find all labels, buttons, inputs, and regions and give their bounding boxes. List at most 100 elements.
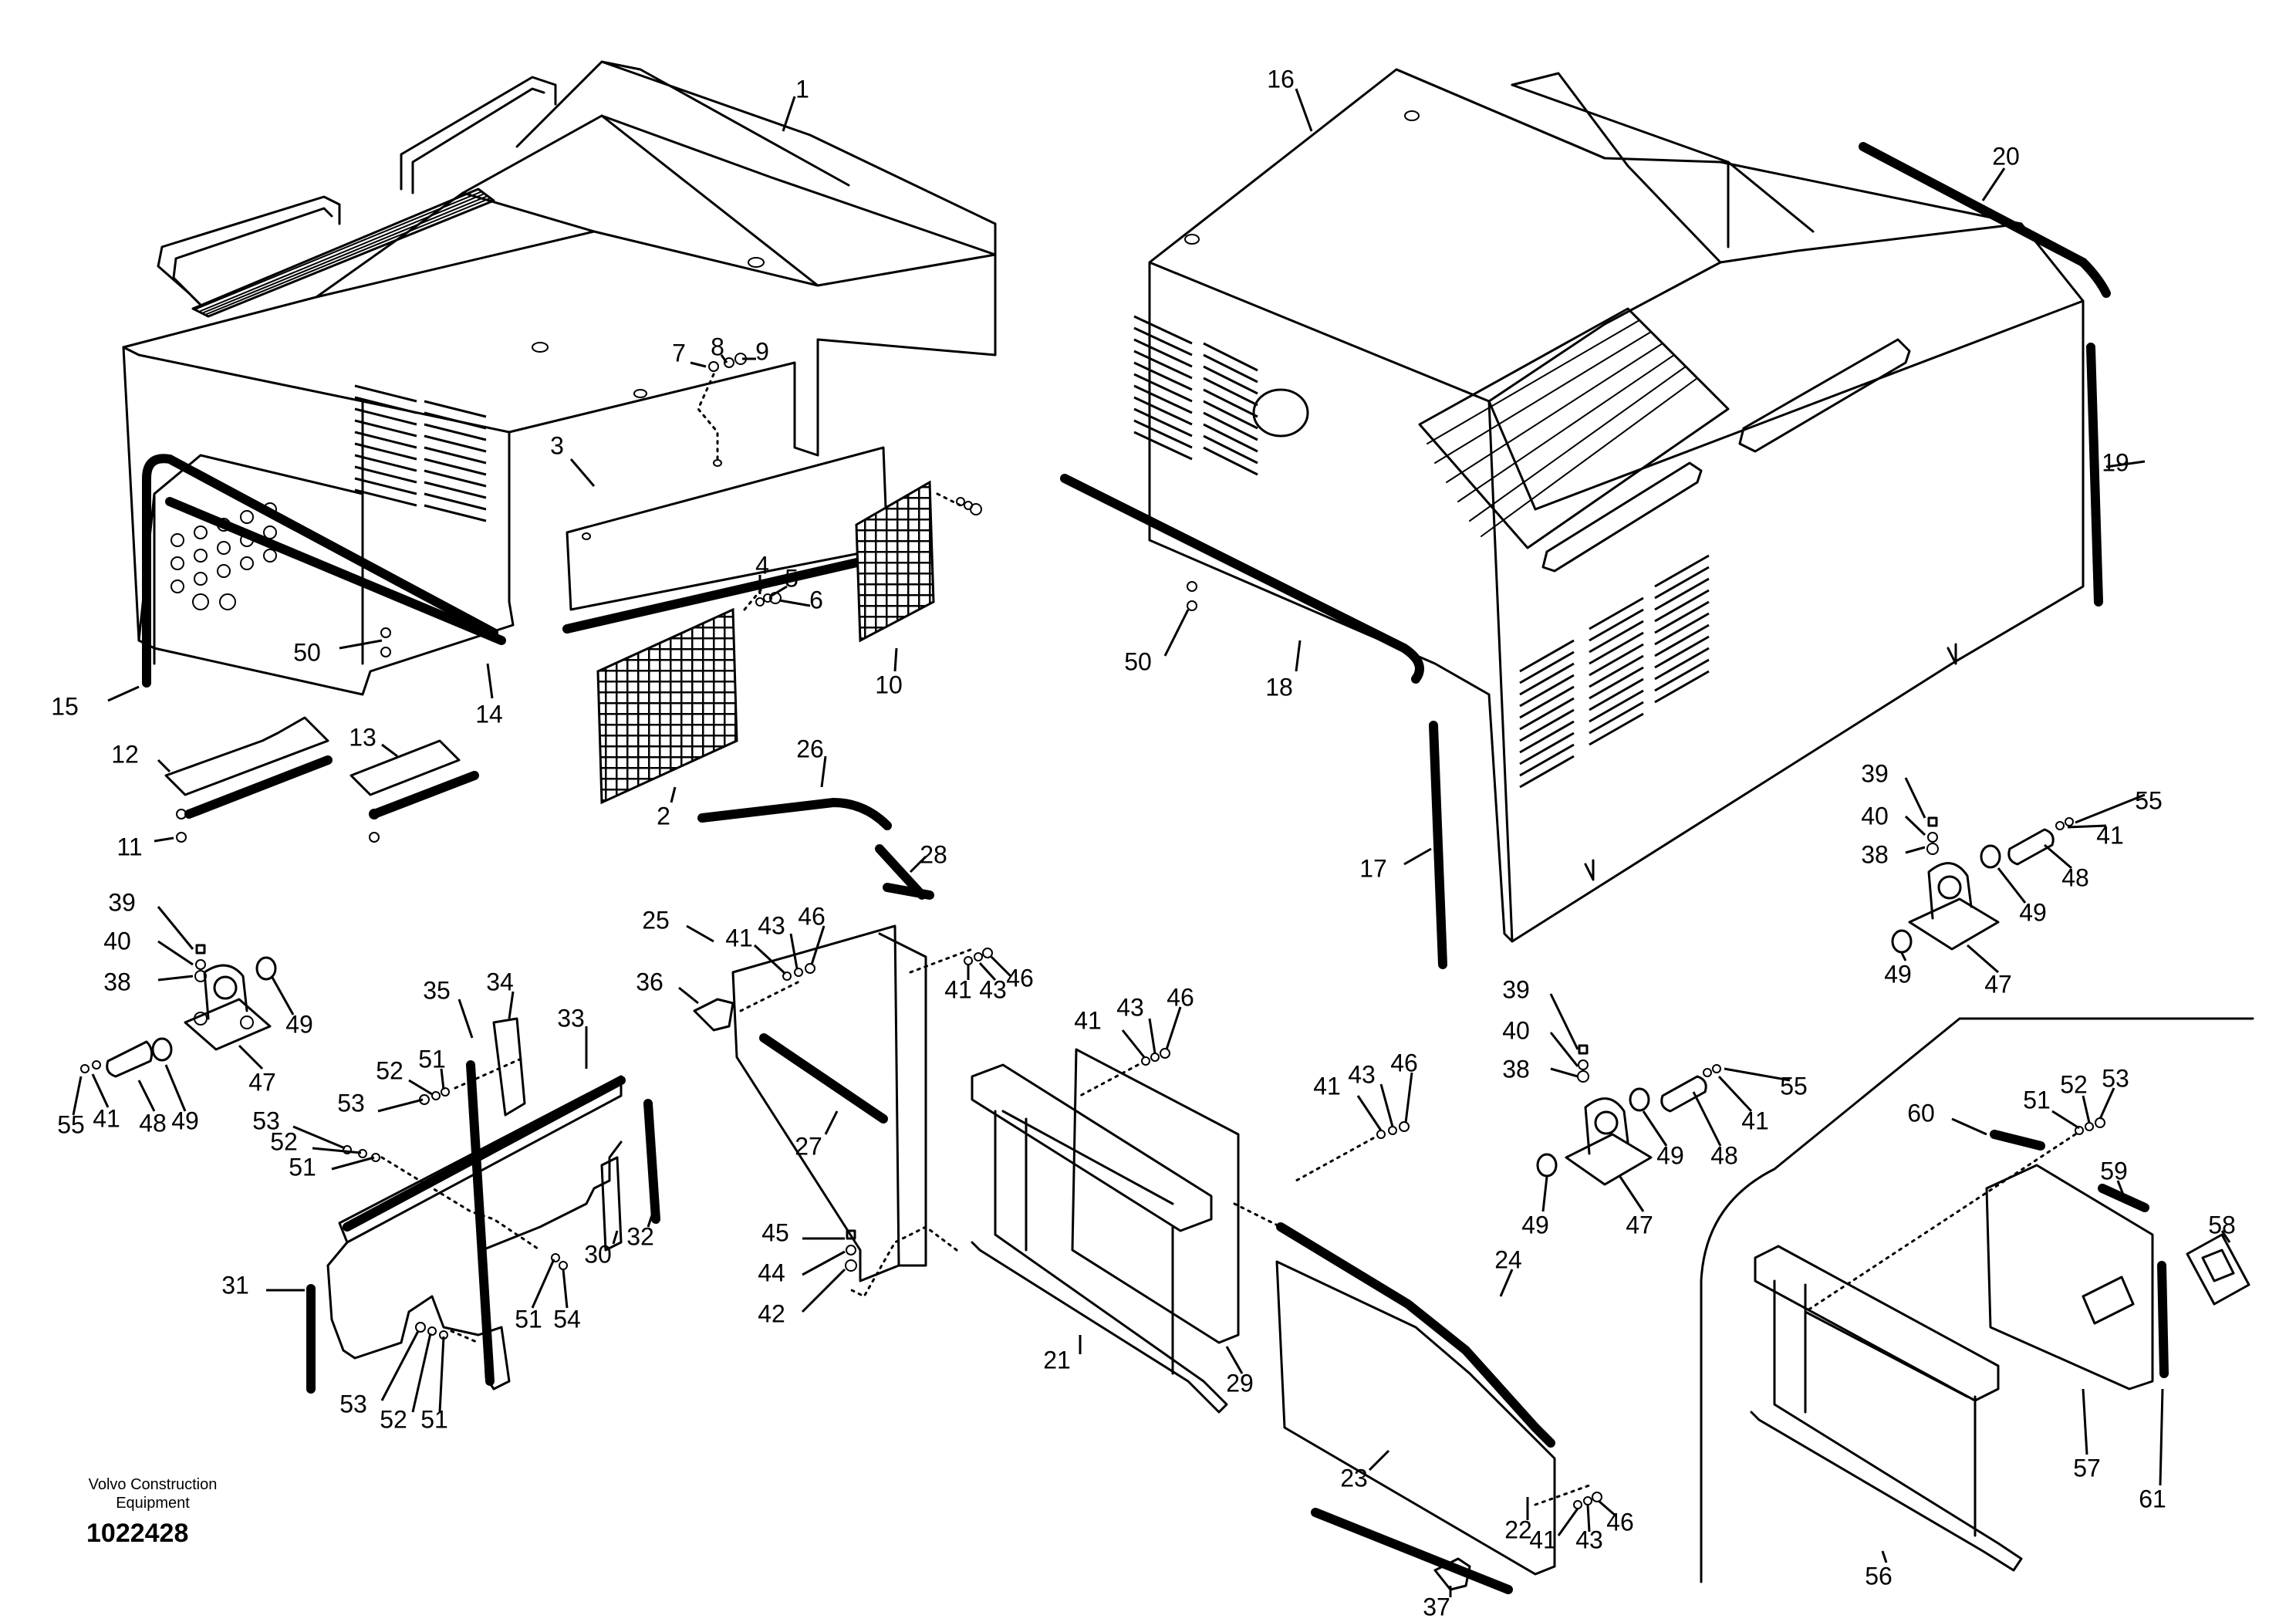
callout-57-96: 57 <box>2073 1454 2101 1482</box>
callout-58-97: 58 <box>2208 1211 2236 1238</box>
leader-line-46-45 <box>990 955 1012 978</box>
leader-line-51-94 <box>438 1336 445 1413</box>
callout-49-73: 49 <box>1884 960 1912 988</box>
leader-line-42-79 <box>801 1268 846 1313</box>
callout-50-82: 50 <box>293 638 321 666</box>
leader-line-41-40 <box>753 944 787 975</box>
leader-line-32-31 <box>647 1215 653 1228</box>
leader-line-1-0 <box>782 96 796 132</box>
callout-14-13: 14 <box>475 700 503 728</box>
callout-37-36: 37 <box>1423 1593 1450 1620</box>
leader-line-55-69 <box>1724 1067 1791 1082</box>
leader-line-51-101 <box>2051 1110 2080 1130</box>
leader-line-49-73 <box>1900 952 1907 961</box>
leader-line-47-58 <box>238 1044 264 1070</box>
leader-line-19-18 <box>2105 460 2146 468</box>
leader-line-48-56 <box>137 1080 156 1112</box>
leader-line-36-35 <box>678 986 699 1005</box>
callout-32-31: 32 <box>626 1222 654 1250</box>
seal-19 <box>2086 343 2103 607</box>
callout-48-67: 48 <box>1710 1141 1738 1169</box>
callout-41-40: 41 <box>725 924 753 951</box>
seal-24 <box>1276 1222 1555 1448</box>
callout-43-50: 43 <box>1348 1060 1376 1088</box>
callout-41-43: 41 <box>944 975 972 1003</box>
seal-32 <box>643 1099 660 1224</box>
leader-line-52-93 <box>411 1333 432 1413</box>
seal-26 <box>697 797 892 830</box>
callout-49-66: 49 <box>1656 1141 1684 1169</box>
callout-46-45: 46 <box>1006 964 1034 992</box>
leader-line-53-86 <box>377 1098 424 1113</box>
leader-line-52-85 <box>408 1079 433 1096</box>
callout-36-35: 36 <box>636 968 663 995</box>
brand-line-2: Equipment <box>116 1495 190 1512</box>
callout-23-22: 23 <box>1340 1464 1368 1492</box>
leader-line-14-13 <box>486 663 494 699</box>
callout-56-95: 56 <box>1865 1562 1893 1590</box>
leader-line-2-1 <box>670 786 677 803</box>
leader-line-59-98 <box>2116 1180 2125 1195</box>
leader-line-51-84 <box>440 1068 445 1090</box>
callout-17-16: 17 <box>1359 854 1387 882</box>
leader-line-26-25 <box>820 755 827 788</box>
callout-28-27: 28 <box>920 840 947 868</box>
leader-line-39-70 <box>1904 777 1926 819</box>
callout-40-62: 40 <box>1502 1016 1530 1044</box>
leader-line-23-22 <box>1368 1449 1390 1472</box>
callout-1-0: 1 <box>795 75 809 103</box>
callout-39-70: 39 <box>1861 759 1889 787</box>
right-hood-cover <box>1133 68 2085 943</box>
leader-line-13-12 <box>381 743 398 758</box>
leader-line-49-66 <box>1642 1110 1668 1147</box>
callout-19-18: 19 <box>2102 448 2129 476</box>
leader-line-8-7 <box>720 354 728 363</box>
leader-line-46-54 <box>1598 1499 1617 1518</box>
callout-41-77: 41 <box>2096 821 2124 849</box>
leader-line-50-82 <box>339 639 383 650</box>
leader-line-55-78 <box>2075 793 2146 824</box>
leader-line-38-72 <box>1905 846 1926 854</box>
callout-31-30: 31 <box>221 1271 249 1299</box>
leader-line-43-50 <box>1379 1083 1394 1127</box>
leader-line-39-61 <box>1549 993 1579 1050</box>
callout-55-78: 55 <box>2135 786 2163 814</box>
callout-16-15: 16 <box>1267 65 1295 93</box>
hinge-assembly-right <box>1891 816 2074 954</box>
leader-line-53-103 <box>2098 1087 2115 1120</box>
leader-line-46-42 <box>810 925 826 965</box>
callout-25-24: 25 <box>642 906 670 934</box>
callout-55-60: 55 <box>57 1110 85 1138</box>
leader-line-61-100 <box>2159 1388 2164 1486</box>
callout-11-10: 11 <box>116 833 142 860</box>
callout-47-58: 47 <box>248 1068 276 1096</box>
callout-51-94: 51 <box>420 1405 448 1433</box>
callout-38-72: 38 <box>1861 840 1889 868</box>
callout-27-26: 27 <box>795 1132 822 1160</box>
callout-40-71: 40 <box>1861 802 1889 830</box>
callout-15-14: 15 <box>51 692 79 720</box>
leader-line-44-80 <box>802 1250 846 1276</box>
seal-28 <box>875 844 934 900</box>
leader-line-40-39 <box>157 940 194 966</box>
callout-52-93: 52 <box>380 1405 407 1433</box>
callout-46-42: 46 <box>798 902 826 930</box>
leader-line-41-68 <box>1717 1075 1753 1113</box>
frame-21 <box>847 1063 1228 1414</box>
callout-10-9: 10 <box>875 671 903 698</box>
fasteners-center <box>782 948 1602 1509</box>
leader-line-49-59 <box>270 975 295 1015</box>
leader-line-27-26 <box>824 1110 839 1135</box>
callout-47-65: 47 <box>1626 1211 1653 1238</box>
leader-line-11-10 <box>154 836 174 843</box>
frame-56 <box>1750 1245 2023 1572</box>
cover-plate-3 <box>562 446 892 634</box>
callout-46-48: 46 <box>1167 983 1194 1011</box>
callout-53-86: 53 <box>337 1089 365 1117</box>
callout-8-7: 8 <box>711 333 724 360</box>
callout-41-68: 41 <box>1741 1107 1769 1134</box>
radiator-holes <box>171 502 277 610</box>
leader-line-47-74 <box>1967 944 1999 974</box>
callout-42-79: 42 <box>758 1299 785 1327</box>
callout-55-69: 55 <box>1780 1072 1808 1100</box>
